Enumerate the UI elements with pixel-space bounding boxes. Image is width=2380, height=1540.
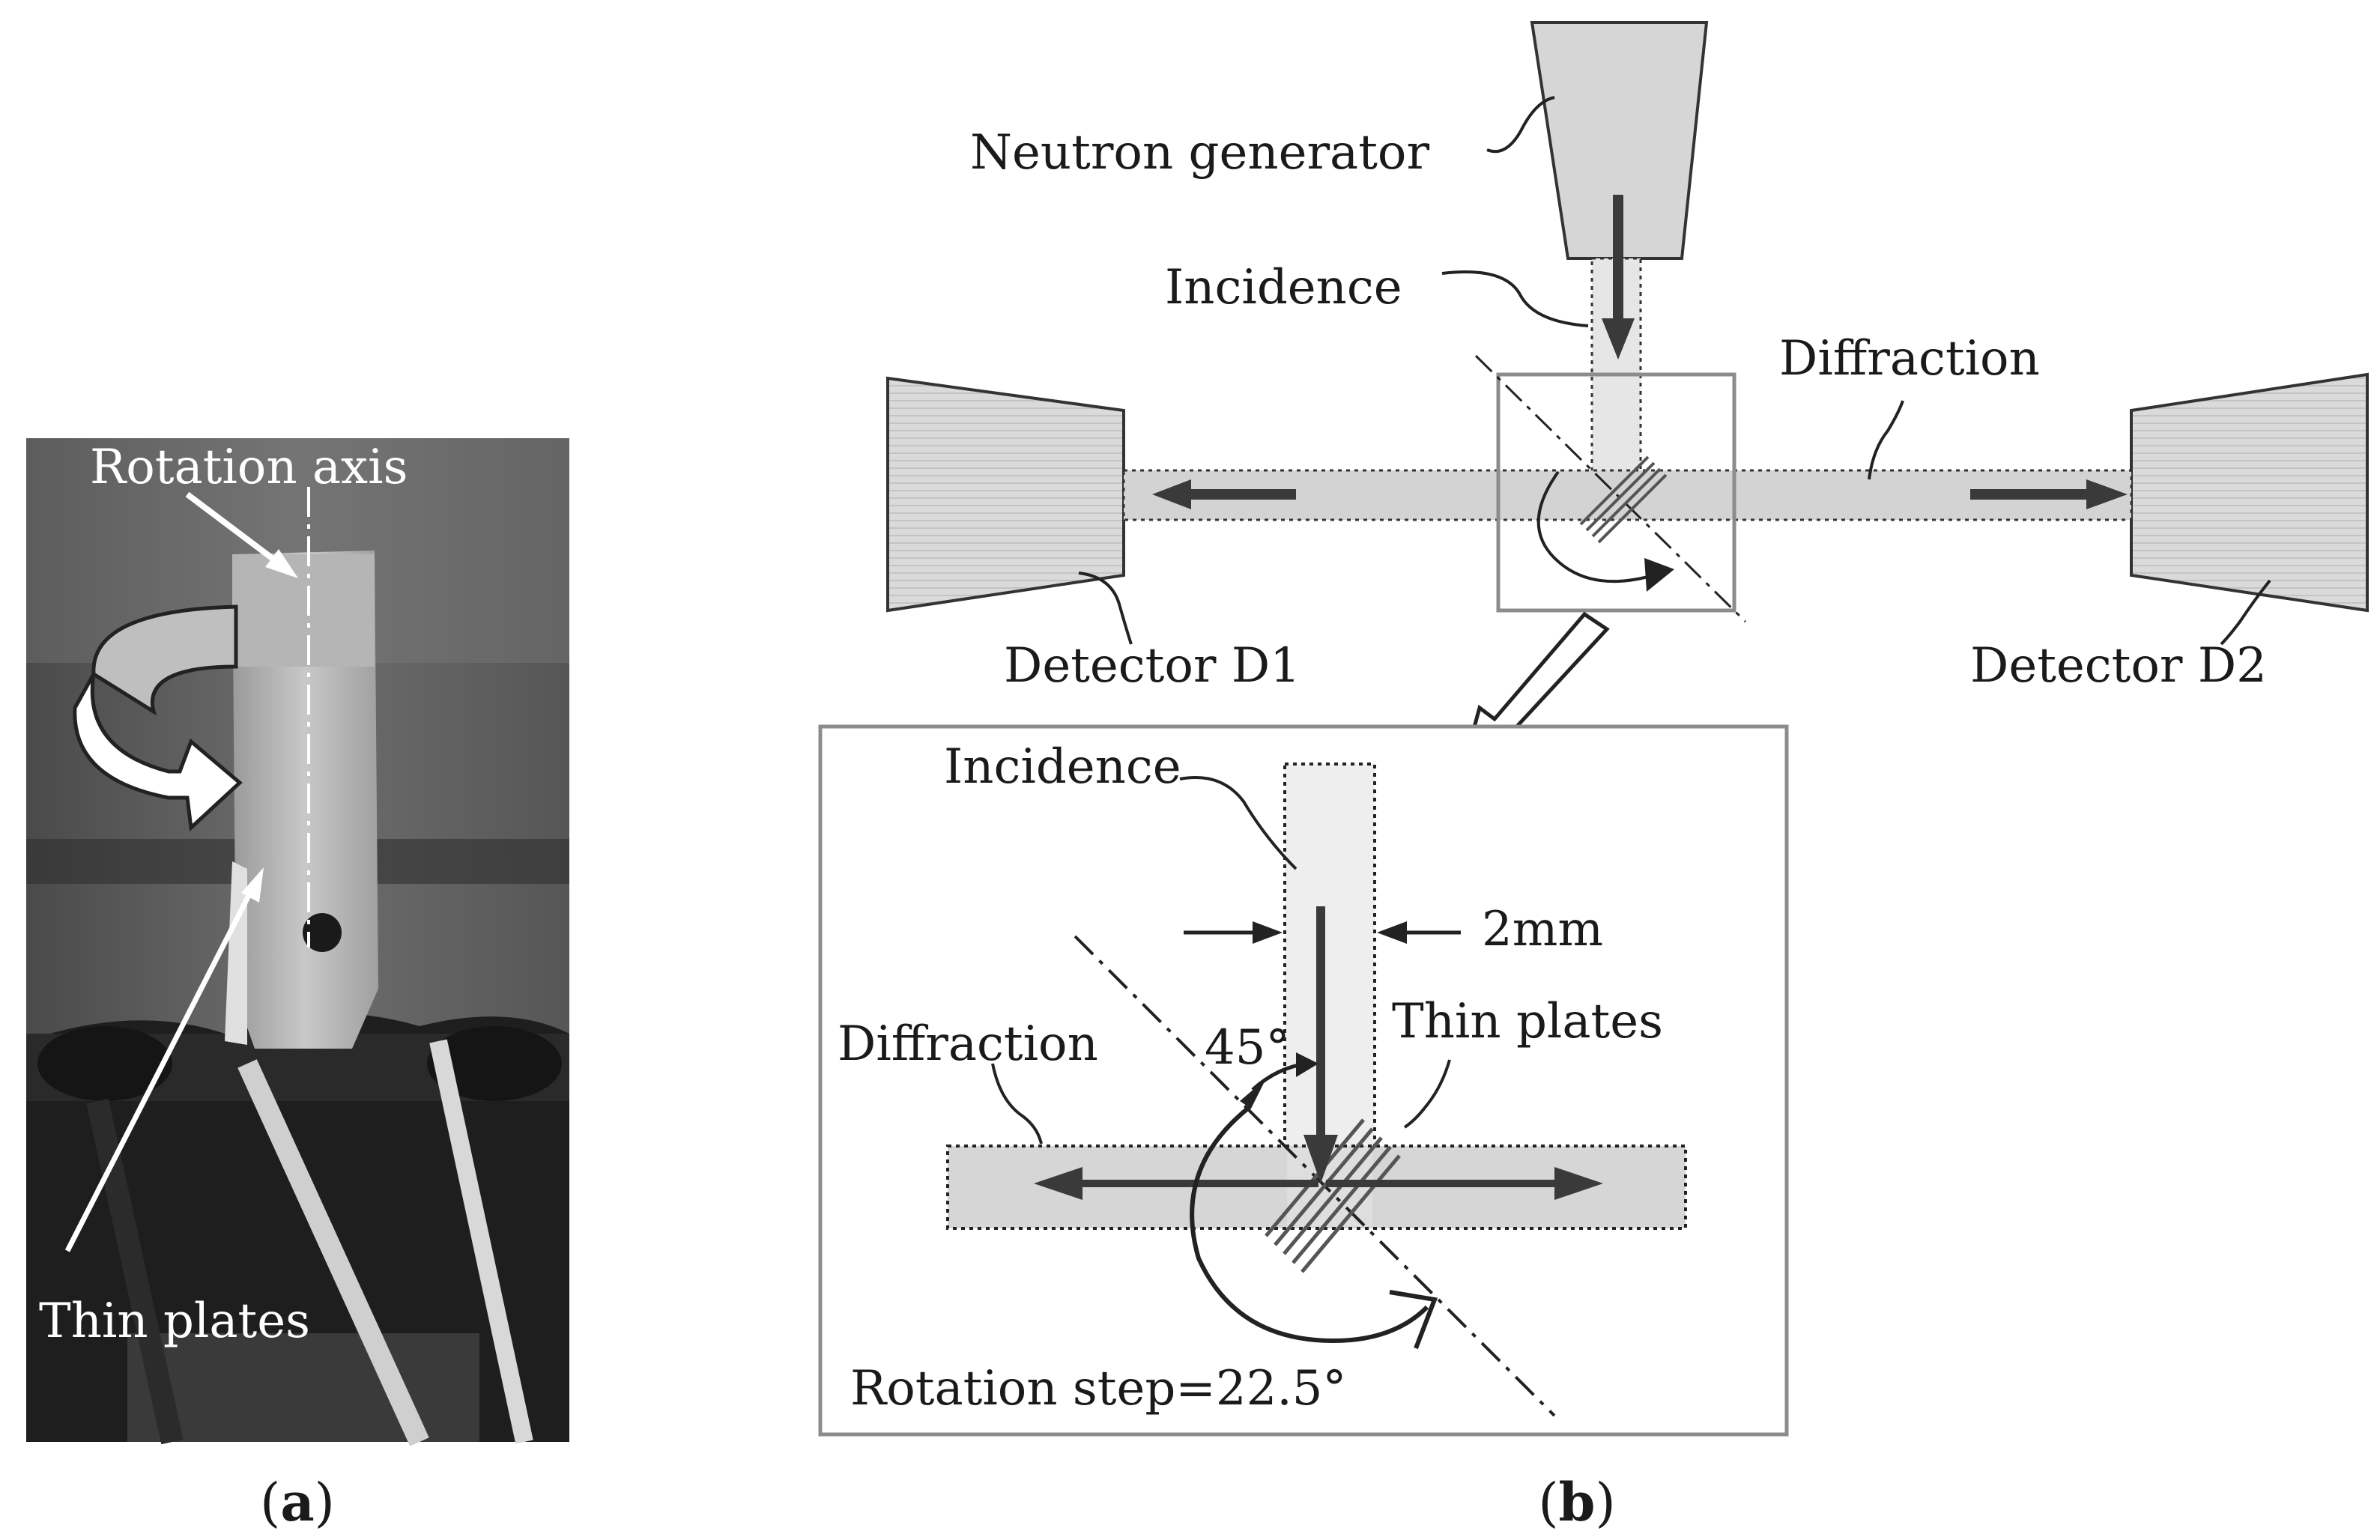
diffraction-arrowhead-right-icon <box>2086 479 2128 509</box>
neutron-generator-label: Neutron generator <box>970 125 1429 181</box>
diffraction-label: Diffraction <box>1779 331 2040 386</box>
rotation-arc-top <box>1536 470 1649 583</box>
diffraction-arrowhead-left-icon <box>1152 479 1191 509</box>
detector-d1-leader <box>1078 572 1133 645</box>
thin-plates-pointer-icon <box>64 882 258 1252</box>
diffraction-leader <box>1868 400 1904 480</box>
inset-diffraction-arrowhead-left-icon <box>1034 1167 1082 1200</box>
inset-thin-plates-label: Thin plates <box>1392 994 1663 1049</box>
angle-45-arrowhead-icon <box>1240 1079 1266 1109</box>
detector-d2-label: Detector D2 <box>1970 638 2267 694</box>
angle-label: 45° <box>1205 1020 1289 1076</box>
inset-incidence-arrowhead-icon <box>1303 1135 1338 1183</box>
inset-diffraction-label: Diffraction <box>838 1016 1098 1072</box>
detector-d1-label: Detector D1 <box>1004 638 1300 694</box>
rotation-axis-line-top <box>1474 354 1747 623</box>
panel-a: Rotation axis Thin plates (a) <box>26 438 569 1533</box>
detector-d2 <box>2130 372 2369 613</box>
inset-incidence-label: Incidence <box>944 739 1181 795</box>
incidence-arrowhead-icon <box>1602 318 1635 360</box>
thin-plates-icon-top <box>1579 455 1668 544</box>
beam-width-arrowhead-left-icon <box>1253 921 1283 944</box>
caption-b: (b) <box>1538 1471 1616 1533</box>
rotation-axis-arrowhead-icon <box>265 549 298 578</box>
rotation-arrow-icon <box>73 604 243 832</box>
thin-plates-label-a: Thin plates <box>39 1294 310 1349</box>
rotation-step-arc <box>1190 1105 1429 1344</box>
detector-d1 <box>886 376 1125 613</box>
inset-diffraction-leader <box>991 1063 1043 1145</box>
neutron-generator-leader <box>1486 96 1555 154</box>
neutron-generator <box>1530 21 1709 260</box>
inset: 2mm 45° Incidence Thin plates Diffractio… <box>818 724 1789 1437</box>
incidence-label: Incidence <box>1165 260 1402 315</box>
sample-region-box <box>1496 372 1736 613</box>
panel-b: Neutron generator Incidence Diffraction <box>818 21 2369 1533</box>
rotation-axis-pointer-icon <box>185 491 289 572</box>
beam-width-arrowhead-right-icon <box>1377 921 1407 944</box>
rotation-step-arrowhead-icon <box>1389 1290 1438 1350</box>
rotation-step-label: Rotation step=22.5° <box>850 1361 1346 1416</box>
inset-thin-plates-icon <box>1265 1118 1401 1273</box>
inset-diffraction-arrowhead-right-icon <box>1554 1167 1603 1200</box>
inset-thin-plates-leader <box>1403 1059 1451 1129</box>
rotation-axis-label: Rotation axis <box>90 440 408 495</box>
rotation-arc-top-arrowhead-icon <box>1644 558 1674 592</box>
inset-incidence-leader <box>1179 776 1298 870</box>
detector-d2-leader <box>2220 579 2271 646</box>
beam-width-label: 2mm <box>1482 902 1603 957</box>
photo <box>26 438 569 1446</box>
thin-plates-arrowhead-icon <box>241 867 264 903</box>
caption-a: (a) <box>260 1471 335 1533</box>
incidence-leader <box>1441 270 1589 327</box>
